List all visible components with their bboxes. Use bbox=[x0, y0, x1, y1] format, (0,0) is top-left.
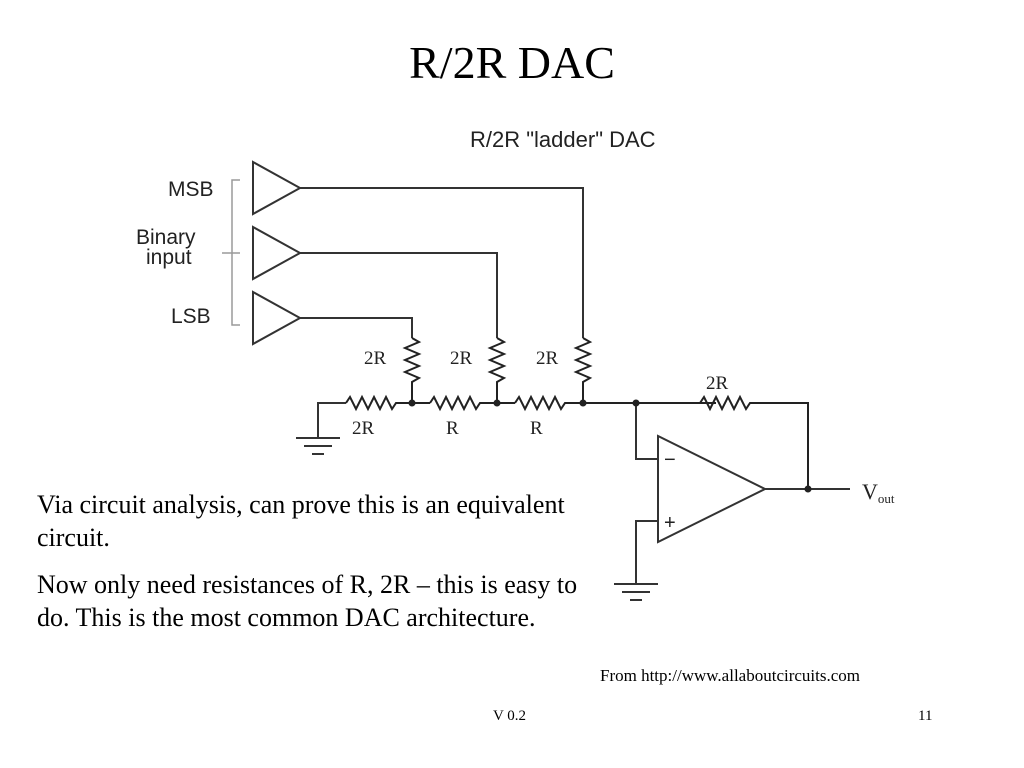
output-label: Vout bbox=[862, 479, 895, 506]
junction-node bbox=[804, 485, 812, 493]
output-label-main: V bbox=[862, 479, 878, 504]
vertical-resistor-msb bbox=[573, 337, 593, 403]
ground-symbol-right bbox=[614, 520, 658, 601]
diagram-title: R/2R "ladder" DAC bbox=[470, 127, 656, 152]
opamp-triangle bbox=[657, 434, 768, 544]
vertical-resistor-lsb bbox=[402, 337, 422, 403]
ground-symbol-left bbox=[296, 402, 346, 455]
junction-node bbox=[632, 399, 640, 407]
vertical-resistor-mid bbox=[487, 337, 507, 403]
inverting-input-sign: − bbox=[664, 449, 676, 471]
inverting-input-wire bbox=[635, 403, 658, 460]
vertical-resistor-label-3: 2R bbox=[536, 348, 559, 369]
mid-wire bbox=[300, 252, 498, 338]
feedback-resistor bbox=[699, 394, 809, 489]
horizontal-resistor-label-3: R bbox=[530, 418, 543, 439]
horizontal-resistor-r2 bbox=[514, 394, 716, 412]
footer-version: V 0.2 bbox=[493, 708, 527, 724]
page-number: 11 bbox=[918, 708, 933, 724]
body-paragraph-1: Via circuit analysis, can prove this is … bbox=[37, 490, 565, 552]
output-label-subscript: out bbox=[878, 491, 895, 506]
binary-label: Binary bbox=[136, 226, 196, 249]
vertical-resistor-label-1: 2R bbox=[364, 348, 387, 369]
horizontal-resistor-2r bbox=[345, 394, 430, 412]
junction-node bbox=[493, 399, 501, 407]
msb-label: MSB bbox=[168, 178, 214, 201]
body-paragraph-2: Now only need resistances of R, 2R – thi… bbox=[37, 570, 578, 632]
source-credit: From http://www.allaboutcircuits.com bbox=[600, 666, 860, 685]
lsb-buffer bbox=[252, 290, 303, 346]
horizontal-resistor-r1 bbox=[429, 394, 515, 412]
slide-title: R/2R DAC bbox=[409, 37, 615, 88]
horizontal-resistor-label-2: R bbox=[446, 418, 459, 439]
input-label: input bbox=[146, 246, 192, 269]
mid-buffer bbox=[252, 225, 303, 281]
vertical-resistor-label-2: 2R bbox=[450, 348, 473, 369]
body-text: Via circuit analysis, can prove this is … bbox=[37, 488, 597, 648]
lsb-wire bbox=[300, 317, 413, 338]
lsb-label: LSB bbox=[171, 305, 211, 328]
non-inverting-input-sign: + bbox=[664, 512, 676, 534]
junction-node bbox=[408, 399, 416, 407]
binary-input-bracket bbox=[222, 179, 240, 326]
junction-node bbox=[579, 399, 587, 407]
horizontal-resistor-label-1: 2R bbox=[352, 418, 375, 439]
feedback-resistor-label: 2R bbox=[706, 373, 729, 394]
msb-buffer bbox=[252, 160, 303, 216]
msb-wire bbox=[300, 187, 584, 338]
